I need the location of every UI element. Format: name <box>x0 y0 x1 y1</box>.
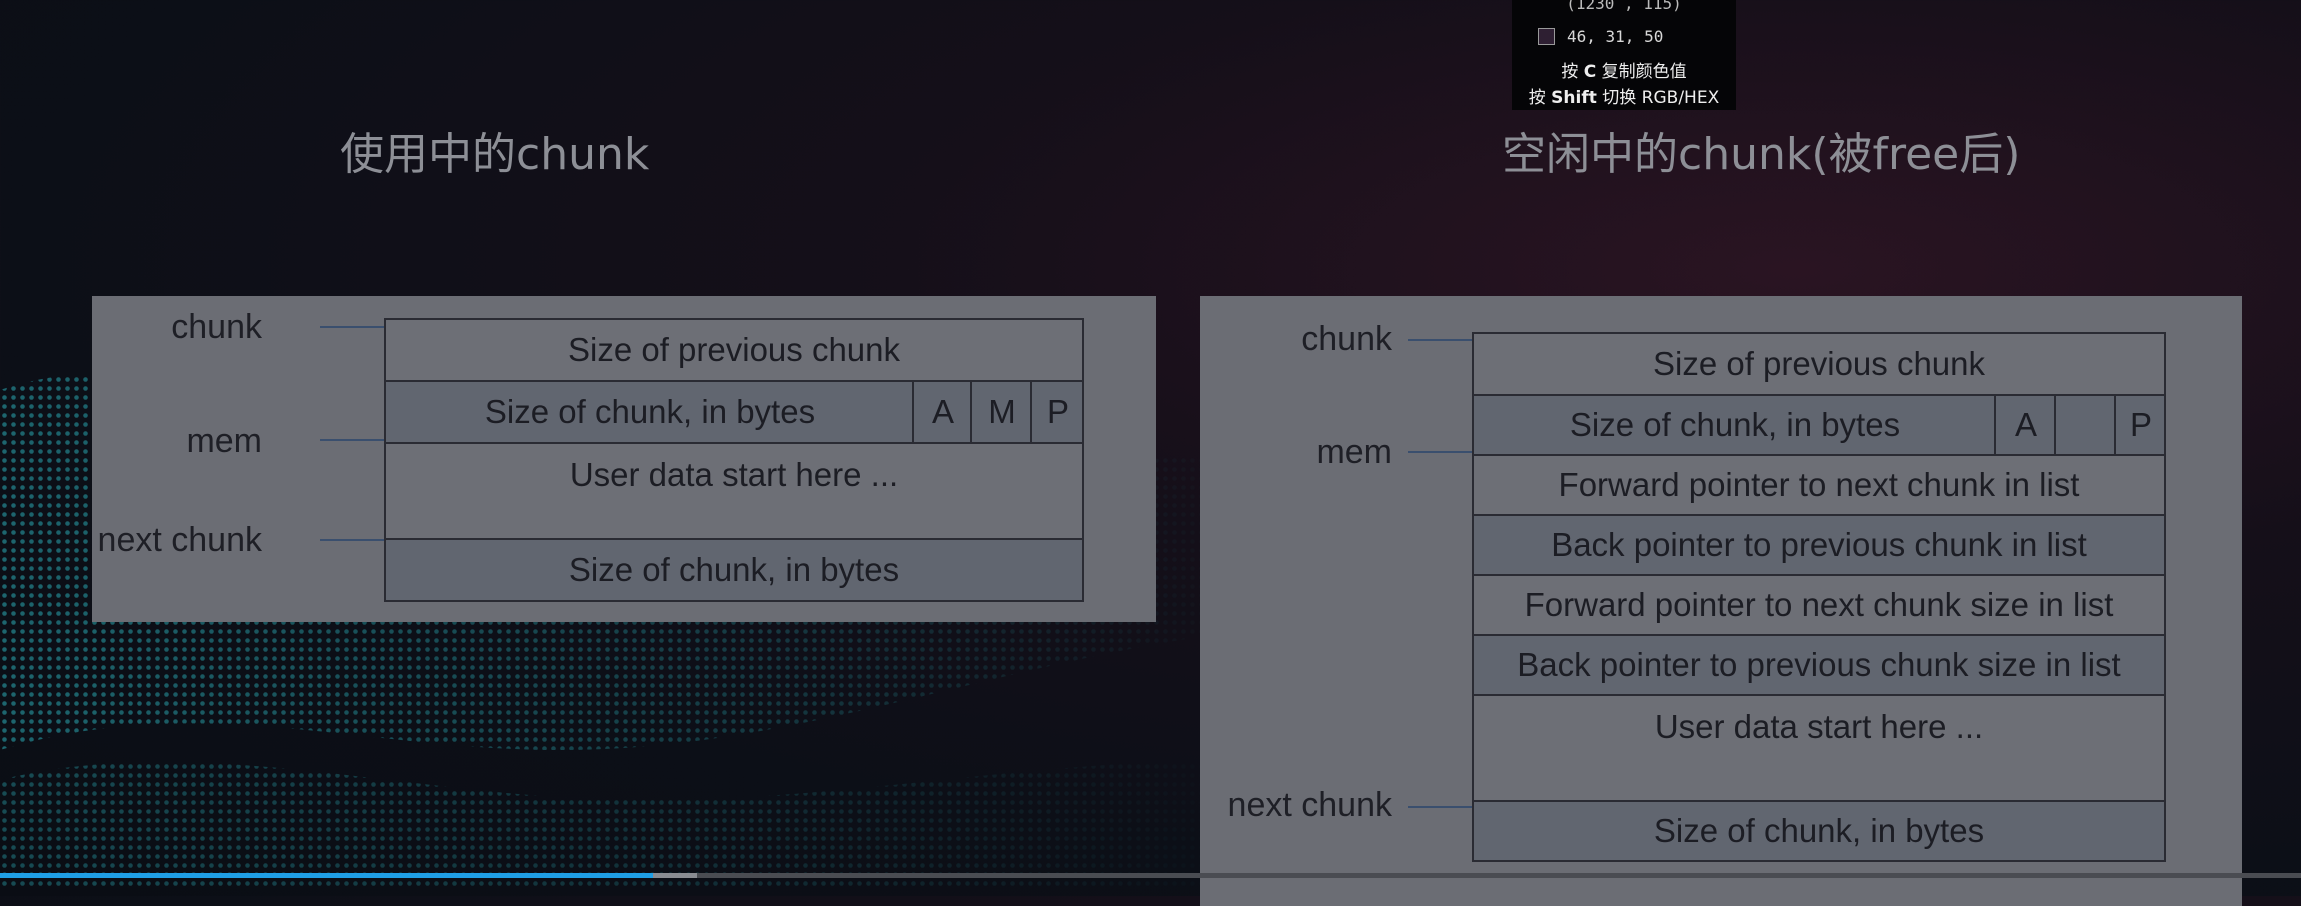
size-label: Size of chunk, in bytes <box>1569 406 1901 443</box>
user-data-field: User data start here ... <box>1472 694 2166 802</box>
fd-nextsize-field: Forward pointer to next chunk size in li… <box>1472 574 2166 636</box>
switch-hint-text: 切换 RGB/HEX <box>1602 88 1720 108</box>
title-in-use-chunk: 使用中的chunk <box>340 129 650 180</box>
switch-hint-key: Shift <box>1551 88 1597 108</box>
prev-size-field: Size of previous chunk <box>1472 332 2166 396</box>
switch-hint-prefix: 按 <box>1528 88 1546 108</box>
bk-nextsize-field: Back pointer to previous chunk size in l… <box>1472 634 2166 696</box>
copy-hint-prefix: 按 <box>1561 62 1579 82</box>
title-free-chunk: 空闲中的chunk(被free后) <box>1502 129 2021 180</box>
cursor-coordinates: (1230 , 115) <box>1566 0 1682 13</box>
rgb-readout: 46, 31, 50 <box>1538 27 1663 46</box>
chunk-pointer-label: chunk <box>1301 320 1392 358</box>
in-use-chunk-diagram: chunk mem next chunk Size of previous ch… <box>92 296 1156 622</box>
bk-nextsize-label: Back pointer to previous chunk size in l… <box>1517 646 2121 683</box>
chunk-pointer-label: chunk <box>171 308 262 346</box>
user-data-label: User data start here ... <box>1654 708 1984 745</box>
copy-hint-key: C <box>1583 62 1597 82</box>
size-field: Size of chunk, in bytes A M P <box>384 380 1084 444</box>
next-chunk-pointer-label: next chunk <box>1227 786 1392 824</box>
color-swatch <box>1538 28 1555 45</box>
fd-label: Forward pointer to next chunk in list <box>1558 466 2080 503</box>
prev-size-label: Size of previous chunk <box>1652 345 1985 382</box>
flag-m-cell <box>2054 396 2116 454</box>
bk-field: Back pointer to previous chunk in list <box>1472 514 2166 576</box>
color-picker-tooltip: (1230 , 115) 46, 31, 50 按 C 复制颜色值 按 Shif… <box>1512 0 1736 110</box>
mem-pointer-label: mem <box>186 422 262 460</box>
flag-m-cell: M <box>970 382 1032 442</box>
switch-hint: 按 Shift 切换 RGB/HEX <box>1512 83 1736 108</box>
next-size-label: Size of chunk, in bytes <box>1653 812 1985 849</box>
size-field: Size of chunk, in bytes A P <box>1472 394 2166 456</box>
prev-size-label: Size of previous chunk <box>567 331 900 368</box>
free-chunk-diagram: chunk mem next chunk Size of previous ch… <box>1200 296 2242 906</box>
copy-hint-text: 复制颜色值 <box>1601 62 1687 82</box>
size-label: Size of chunk, in bytes <box>484 393 816 430</box>
next-size-field: Size of chunk, in bytes <box>384 538 1084 602</box>
prev-size-field: Size of previous chunk <box>384 318 1084 382</box>
mem-pointer-label: mem <box>1316 433 1392 471</box>
video-progress-fill <box>0 873 654 878</box>
flag-a-cell: A <box>1994 396 2056 454</box>
next-size-label: Size of chunk, in bytes <box>568 551 900 588</box>
rgb-value: 46, 31, 50 <box>1567 27 1664 46</box>
bk-label: Back pointer to previous chunk in list <box>1551 526 2087 563</box>
flag-p-cell: P <box>1030 382 1084 442</box>
next-size-field: Size of chunk, in bytes <box>1472 800 2166 862</box>
fd-nextsize-label: Forward pointer to next chunk size in li… <box>1524 586 2114 623</box>
fd-field: Forward pointer to next chunk in list <box>1472 454 2166 516</box>
next-chunk-pointer-label: next chunk <box>97 521 262 559</box>
user-data-label: User data start here ... <box>569 456 899 493</box>
flag-p-cell: P <box>2114 396 2166 454</box>
user-data-field: User data start here ... <box>384 442 1084 540</box>
copy-hint: 按 C 复制颜色值 <box>1512 57 1736 82</box>
video-progress-bar[interactable] <box>0 873 2301 878</box>
flag-a-cell: A <box>912 382 972 442</box>
